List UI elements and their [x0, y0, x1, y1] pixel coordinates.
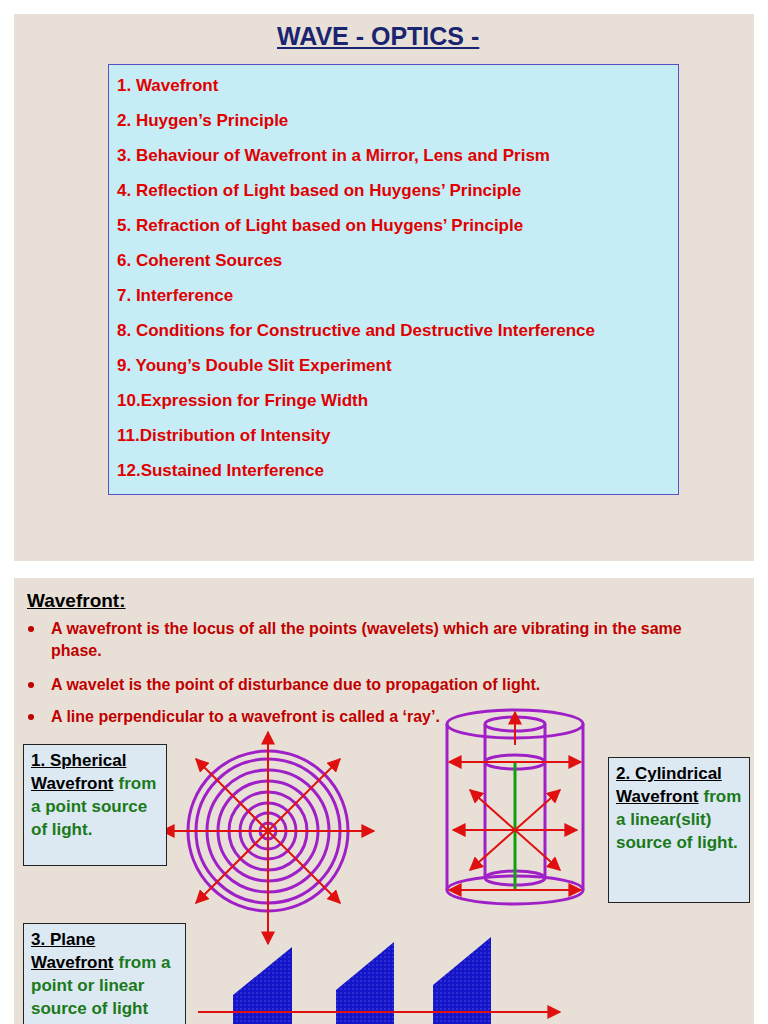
- bullet-text: A line perpendicular to a wavefront is c…: [51, 706, 731, 728]
- topic-item: 9. Young’s Double Slit Experiment: [117, 348, 670, 383]
- topic-item: 8. Conditions for Constructive and Destr…: [117, 313, 670, 348]
- topic-item: 1. Wavefront: [117, 68, 670, 103]
- plane-wavefront: [233, 937, 491, 1024]
- ray-arrow: [198, 1011, 560, 1013]
- caption-heading: 3. Plane Wavefront: [31, 930, 114, 972]
- bullet-text: A wavefront is the locus of all the poin…: [51, 618, 731, 662]
- topic-item: 6. Coherent Sources: [117, 243, 670, 278]
- line-source: [514, 762, 517, 890]
- caption-box: 2. Cylindrical Wavefrontfrom a linear(sl…: [608, 757, 750, 903]
- bullet-dot: [28, 714, 34, 720]
- topic-item: 5. Refraction of Light based on Huygens’…: [117, 208, 670, 243]
- topic-item: 2. Huygen’s Principle: [117, 103, 670, 138]
- topic-item: 7. Interference: [117, 278, 670, 313]
- topic-list-box: 1. Wavefront2. Huygen’s Principle3. Beha…: [108, 64, 679, 495]
- topic-item: 3. Behaviour of Wavefront in a Mirror, L…: [117, 138, 670, 173]
- bullet-dot: [28, 682, 34, 688]
- topic-item: 11.Distribution of Intensity: [117, 418, 670, 453]
- caption-box: 3. Plane Wavefrontfrom a point or linear…: [23, 923, 186, 1024]
- caption-box: 1. Spherical Wavefrontfrom a point sourc…: [23, 744, 167, 866]
- ray-arrows: [449, 712, 581, 890]
- cylindrical-wavefront: [447, 710, 583, 904]
- ray-arrows: [162, 732, 374, 944]
- slide-title: WAVE - OPTICS -: [277, 22, 479, 51]
- topic-item: 10.Expression for Fringe Width: [117, 383, 670, 418]
- section-heading: Wavefront:: [27, 590, 327, 612]
- topic-item: 4. Reflection of Light based on Huygens’…: [117, 173, 670, 208]
- caption-heading: 1. Spherical Wavefront: [31, 751, 126, 793]
- topic-item: 12.Sustained Interference: [117, 453, 670, 488]
- bullet-text: A wavelet is the point of disturbance du…: [51, 674, 731, 696]
- bullet-dot: [28, 626, 34, 632]
